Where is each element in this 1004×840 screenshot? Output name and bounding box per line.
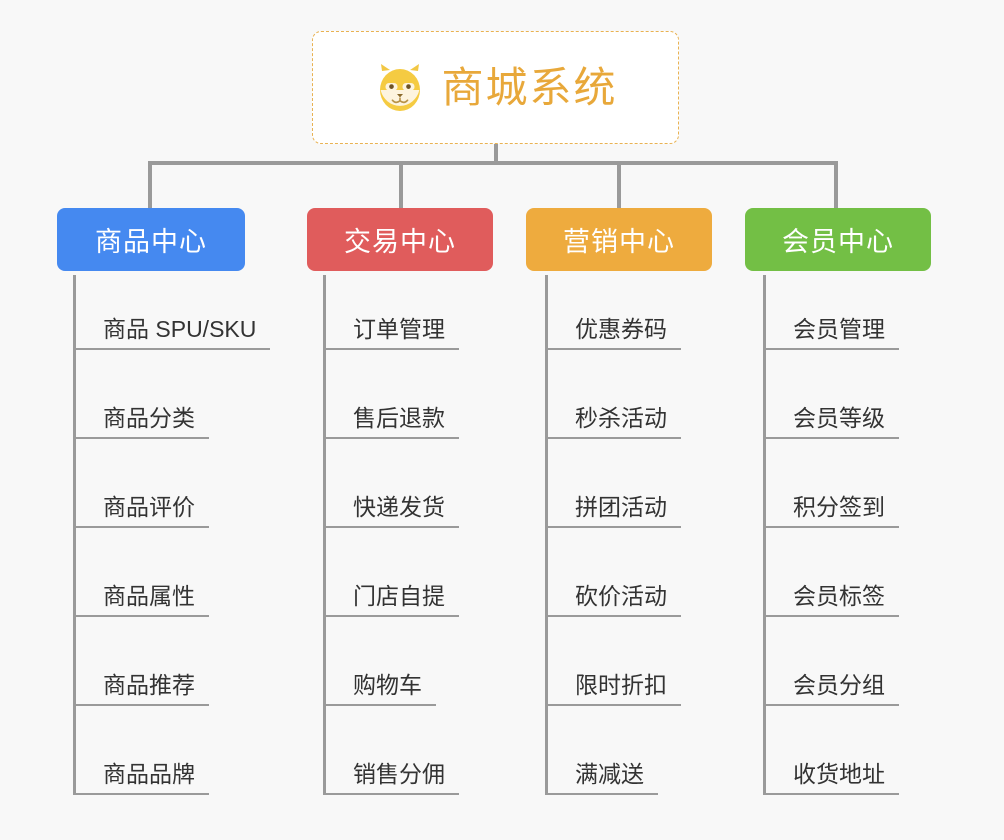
leaf-label: 会员标签 <box>793 582 885 609</box>
category-label: 商品中心 <box>95 227 207 257</box>
leaf-label: 会员管理 <box>793 315 885 342</box>
leaf-node[interactable]: 优惠券码 <box>545 278 681 350</box>
leaf-node[interactable]: 会员等级 <box>763 367 899 439</box>
leaf-label: 优惠券码 <box>575 315 667 342</box>
leaf-underline <box>323 526 459 528</box>
leaf-node[interactable]: 商品推荐 <box>73 634 209 706</box>
leaf-label: 售后退款 <box>353 404 445 431</box>
leaf-underline <box>323 348 459 350</box>
subtree-spine <box>323 275 326 795</box>
category-label: 营销中心 <box>563 227 675 257</box>
leaf-node[interactable]: 售后退款 <box>323 367 459 439</box>
leaf-underline <box>73 793 209 795</box>
leaf-underline <box>73 437 209 439</box>
leaf-node[interactable]: 商品品牌 <box>73 723 209 795</box>
leaf-label: 商品 SPU/SKU <box>103 315 257 342</box>
leaf-underline <box>545 704 681 706</box>
leaf-node[interactable]: 积分签到 <box>763 456 899 528</box>
leaf-node[interactable]: 销售分佣 <box>323 723 459 795</box>
leaf-label: 拼团活动 <box>575 493 667 520</box>
leaf-label: 销售分佣 <box>353 760 445 787</box>
shiba-dog-face-icon <box>373 61 427 115</box>
subtree-spine <box>545 275 548 795</box>
leaf-label: 商品评价 <box>103 493 195 520</box>
leaf-underline <box>763 704 899 706</box>
leaf-label: 商品分类 <box>103 404 195 431</box>
leaf-label: 商品推荐 <box>103 671 195 698</box>
root-stem-connector <box>494 144 498 163</box>
leaf-underline <box>323 615 459 617</box>
leaf-node[interactable]: 门店自提 <box>323 545 459 617</box>
leaf-label: 会员等级 <box>793 404 885 431</box>
leaf-node[interactable]: 订单管理 <box>323 278 459 350</box>
leaf-label: 秒杀活动 <box>575 404 667 431</box>
leaf-node[interactable]: 购物车 <box>323 634 436 706</box>
leaf-node[interactable]: 限时折扣 <box>545 634 681 706</box>
leaf-underline <box>545 615 681 617</box>
leaf-underline <box>323 437 459 439</box>
leaf-label: 门店自提 <box>353 582 445 609</box>
leaf-node[interactable]: 秒杀活动 <box>545 367 681 439</box>
category-box-product-center[interactable]: 商品中心 <box>57 208 245 271</box>
root-title: 商城系统 <box>441 63 618 111</box>
leaf-node[interactable]: 拼团活动 <box>545 456 681 528</box>
root-node[interactable]: 商城系统 <box>312 31 679 144</box>
leaf-label: 砍价活动 <box>575 582 667 609</box>
leaf-node[interactable]: 会员管理 <box>763 278 899 350</box>
leaf-underline <box>545 437 681 439</box>
leaf-node[interactable]: 商品分类 <box>73 367 209 439</box>
leaf-underline <box>323 704 436 706</box>
category-box-marketing-center[interactable]: 营销中心 <box>526 208 712 271</box>
category-label: 交易中心 <box>344 227 456 257</box>
leaf-label: 积分签到 <box>793 493 885 520</box>
leaf-node[interactable]: 会员分组 <box>763 634 899 706</box>
leaf-node[interactable]: 商品属性 <box>73 545 209 617</box>
leaf-underline <box>763 348 899 350</box>
leaf-node[interactable]: 会员标签 <box>763 545 899 617</box>
leaf-label: 商品属性 <box>103 582 195 609</box>
leaf-underline <box>545 526 681 528</box>
leaf-underline <box>545 793 658 795</box>
leaf-node[interactable]: 砍价活动 <box>545 545 681 617</box>
leaf-underline <box>73 615 209 617</box>
leaf-label: 购物车 <box>353 671 422 698</box>
leaf-label: 商品品牌 <box>103 760 195 787</box>
leaf-node[interactable]: 商品 SPU/SKU <box>73 278 271 350</box>
leaf-node[interactable]: 快递发货 <box>323 456 459 528</box>
branch-bar-connector <box>148 161 838 165</box>
leaf-node[interactable]: 满减送 <box>545 723 658 795</box>
leaf-label: 订单管理 <box>353 315 445 342</box>
category-box-trade-center[interactable]: 交易中心 <box>307 208 493 271</box>
category-box-member-center[interactable]: 会员中心 <box>745 208 931 271</box>
drop-connector-1 <box>148 161 152 209</box>
leaf-underline <box>763 437 899 439</box>
leaf-underline <box>763 526 899 528</box>
leaf-underline <box>73 526 209 528</box>
leaf-label: 会员分组 <box>793 671 885 698</box>
category-label: 会员中心 <box>782 227 894 257</box>
leaf-underline <box>73 348 271 350</box>
leaf-label: 快递发货 <box>353 493 445 520</box>
leaf-underline <box>763 615 899 617</box>
leaf-underline <box>73 704 209 706</box>
leaf-label: 满减送 <box>575 760 644 787</box>
leaf-node[interactable]: 商品评价 <box>73 456 209 528</box>
leaf-underline <box>545 348 681 350</box>
leaf-underline <box>763 793 899 795</box>
subtree-spine <box>73 275 76 795</box>
leaf-node[interactable]: 收货地址 <box>763 723 899 795</box>
drop-connector-3 <box>617 161 621 209</box>
subtree-spine <box>763 275 766 795</box>
leaf-label: 限时折扣 <box>575 671 667 698</box>
drop-connector-4 <box>834 161 838 209</box>
leaf-label: 收货地址 <box>793 760 885 787</box>
drop-connector-2 <box>399 161 403 209</box>
leaf-underline <box>323 793 459 795</box>
